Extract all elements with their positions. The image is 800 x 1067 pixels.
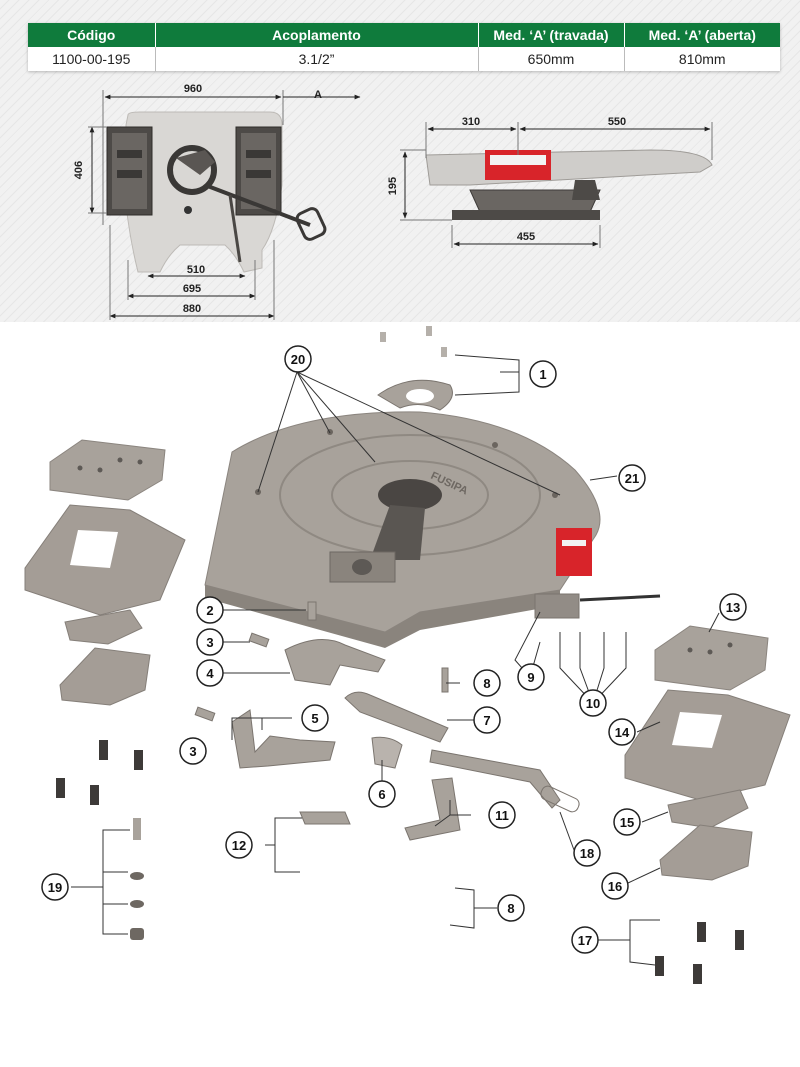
header-med-a-aberta: Med. ‘A’ (aberta) — [624, 23, 780, 47]
callout-12: 12 — [225, 831, 253, 859]
callout-13: 13 — [719, 593, 747, 621]
svg-text:15: 15 — [620, 815, 634, 830]
svg-text:3: 3 — [206, 635, 213, 650]
spec-table-header: Código Acoplamento Med. ‘A’ (travada) Me… — [28, 23, 780, 47]
cell-codigo: 1100-00-195 — [28, 47, 156, 71]
callout-14: 14 — [608, 718, 636, 746]
callout-2: 2 — [196, 596, 224, 624]
callout-3-upper: 3 — [196, 628, 224, 656]
svg-text:14: 14 — [615, 725, 630, 740]
svg-text:21: 21 — [625, 471, 639, 486]
callout-10: 10 — [579, 689, 607, 717]
svg-text:17: 17 — [578, 933, 592, 948]
dim-195: 195 — [387, 177, 399, 195]
callout-5: 5 — [301, 704, 329, 732]
svg-text:16: 16 — [608, 879, 622, 894]
dim-406: 406 — [73, 161, 85, 179]
callout-1: 1 — [529, 360, 557, 388]
callout-19: 19 — [41, 873, 69, 901]
callout-15: 15 — [613, 808, 641, 836]
dim-550: 550 — [608, 116, 626, 128]
svg-text:20: 20 — [291, 352, 305, 367]
callout-3-lower: 3 — [179, 737, 207, 765]
svg-text:4: 4 — [206, 666, 214, 681]
svg-text:2: 2 — [206, 603, 213, 618]
bolts-and-washers — [56, 740, 744, 984]
callout-21: 21 — [618, 464, 646, 492]
callout-11: 11 — [488, 801, 516, 829]
spec-table-row: 1100-00-195 3.1/2” 650mm 810mm — [28, 47, 780, 71]
dim-a: A — [314, 89, 322, 101]
cell-acoplamento: 3.1/2” — [155, 47, 479, 71]
left-mount-assembly — [24, 439, 186, 706]
top-view-dimensions — [88, 90, 361, 320]
svg-text:13: 13 — [726, 600, 740, 615]
svg-text:5: 5 — [311, 711, 318, 726]
header-acoplamento: Acoplamento — [155, 23, 479, 47]
callout-4: 4 — [196, 659, 224, 687]
svg-text:8: 8 — [483, 676, 490, 691]
svg-text:1: 1 — [539, 367, 546, 382]
callout-7: 7 — [473, 706, 501, 734]
side-view-drawing — [425, 149, 713, 220]
callout-18: 18 — [573, 839, 601, 867]
dim-960: 960 — [184, 83, 202, 95]
cell-med-a-travada: 650mm — [478, 47, 625, 71]
callout-17: 17 — [571, 926, 599, 954]
svg-text:19: 19 — [48, 880, 62, 895]
dim-880: 880 — [183, 303, 201, 315]
callout-leaders — [71, 354, 720, 966]
callout-16: 16 — [601, 872, 629, 900]
header-codigo: Código — [28, 23, 156, 47]
svg-text:10: 10 — [586, 696, 600, 711]
top-view-drawing — [106, 111, 327, 273]
cell-med-a-aberta: 810mm — [678, 51, 726, 67]
header-med-a-travada: Med. ‘A’ (travada) — [478, 23, 625, 47]
svg-text:8: 8 — [507, 901, 514, 916]
svg-text:11: 11 — [495, 808, 509, 823]
right-mount-assembly — [624, 625, 791, 881]
small-parts — [194, 593, 661, 841]
svg-text:9: 9 — [527, 670, 534, 685]
callout-8-upper: 8 — [473, 669, 501, 697]
dim-510: 510 — [187, 264, 205, 276]
part-1-lock-ring — [377, 326, 453, 411]
svg-text:12: 12 — [232, 838, 246, 853]
dim-310: 310 — [462, 116, 480, 128]
side-view-dimensions — [400, 122, 713, 248]
svg-text:3: 3 — [189, 744, 196, 759]
callout-9: 9 — [517, 663, 545, 691]
dim-695: 695 — [183, 283, 201, 295]
callout-6: 6 — [368, 780, 396, 808]
svg-text:6: 6 — [378, 787, 385, 802]
dim-455: 455 — [517, 231, 535, 243]
svg-text:18: 18 — [580, 846, 594, 861]
svg-text:7: 7 — [483, 713, 490, 728]
spec-table: Código Acoplamento Med. ‘A’ (travada) Me… — [28, 23, 780, 71]
callout-8-lower: 8 — [497, 894, 525, 922]
callout-20: 20 — [284, 345, 312, 373]
